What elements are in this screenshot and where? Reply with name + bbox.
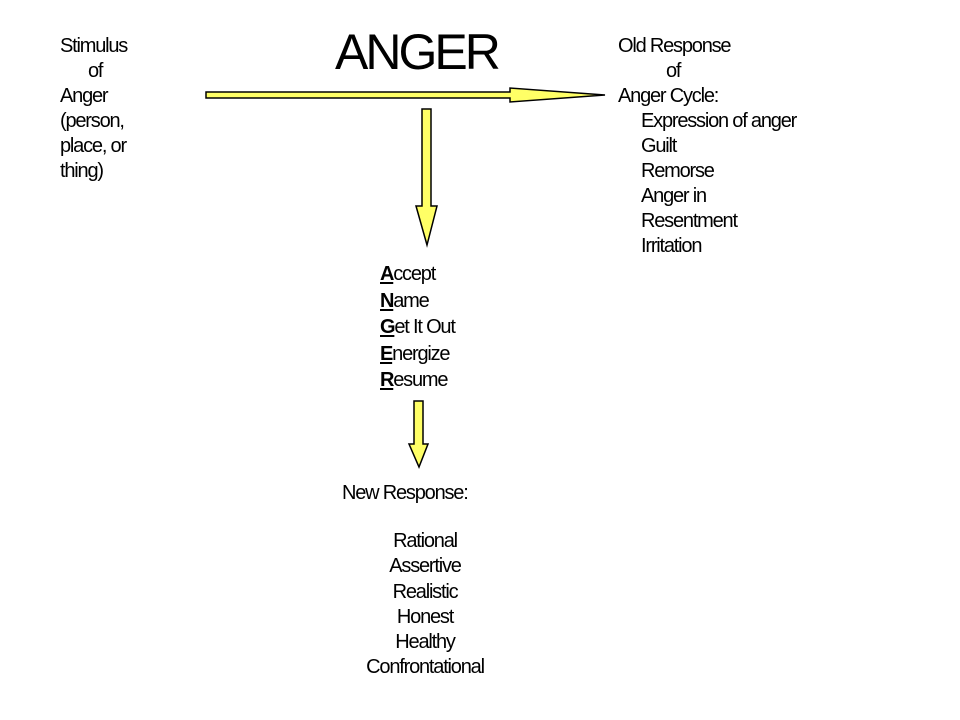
- stimulus-line: of: [88, 60, 103, 82]
- acronym-letter: R: [380, 369, 394, 391]
- old-response-block: Old Response of Anger Cycle: Expression …: [618, 34, 797, 259]
- anger-acronym-list: Accept Name Get It Out Energize Resume: [380, 261, 456, 394]
- new-response-item: Rational: [393, 530, 458, 552]
- acronym-letter: G: [380, 316, 396, 338]
- new-response-label: New Response:: [342, 482, 469, 504]
- new-response-item: Realistic: [392, 580, 459, 603]
- new-response-item: Confrontational: [366, 656, 485, 679]
- acronym-word-rest: ccept: [393, 263, 436, 285]
- arrow-down-to-acronym: [415, 108, 438, 248]
- new-response-list: Rational Assertive Realistic Honest Heal…: [330, 529, 520, 681]
- acronym-letter: E: [380, 342, 393, 365]
- acronym-letter: N: [380, 289, 394, 312]
- acronym-row: Energize: [380, 341, 455, 368]
- anger-cycle-item: Anger in: [641, 185, 707, 207]
- arrow-stimulus-to-old-response: [205, 87, 606, 103]
- acronym-row: Accept: [380, 261, 455, 288]
- old-response-heading-line: of: [666, 60, 681, 82]
- acronym-row: Name: [380, 288, 455, 315]
- anger-cycle-item: Irritation: [641, 235, 702, 257]
- acronym-word-rest: ame: [393, 289, 430, 312]
- diagram-title: ANGER: [335, 24, 501, 80]
- stimulus-line: thing): [60, 160, 104, 182]
- new-response-item: Healthy: [395, 631, 456, 654]
- arrow-down-to-new-response: [407, 400, 430, 469]
- anger-cycle-item: Expression of anger: [641, 110, 797, 132]
- acronym-word-rest: nergize: [392, 342, 450, 365]
- acronym-row: Get It Out: [380, 314, 456, 341]
- acronym-row: Resume: [380, 367, 455, 394]
- new-response-item: Honest: [396, 605, 454, 628]
- anger-cycle-item: Resentment: [641, 210, 738, 232]
- anger-cycle-item: Guilt: [641, 135, 677, 157]
- acronym-word-rest: esume: [393, 369, 448, 391]
- new-response-item: Assertive: [389, 555, 462, 578]
- stimulus-line: Stimulus: [60, 35, 128, 57]
- old-response-heading-line: Anger Cycle:: [618, 85, 719, 107]
- stimulus-line: Anger: [60, 85, 109, 107]
- stimulus-block: Stimulus of Anger (person, place, or thi…: [60, 34, 128, 184]
- acronym-letter: A: [380, 263, 394, 285]
- stimulus-line: place, or: [60, 135, 127, 157]
- anger-cycle-item: Remorse: [641, 160, 715, 182]
- stimulus-line: (person,: [60, 110, 125, 132]
- acronym-word-rest: et It Out: [394, 316, 456, 338]
- old-response-heading-line: Old Response: [618, 35, 732, 57]
